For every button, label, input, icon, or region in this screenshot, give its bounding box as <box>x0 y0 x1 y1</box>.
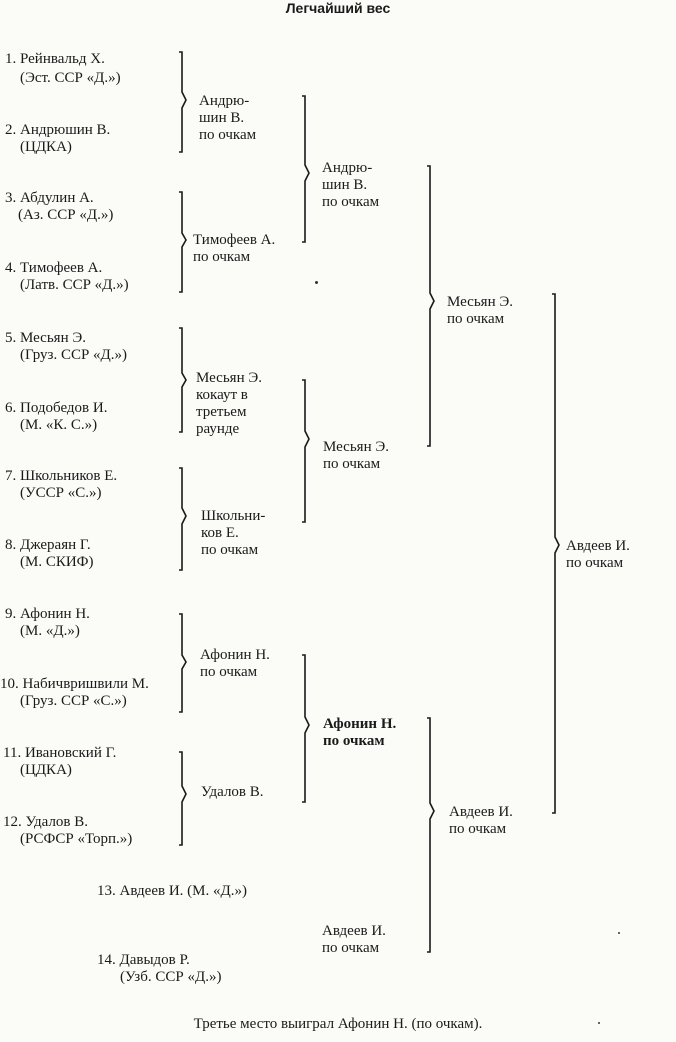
participant-14-name: 14. Давыдов Р. <box>97 952 190 968</box>
r1-result-3: Месьян Э. кокаут в третьем раунде <box>196 370 262 437</box>
participant-7-name: 7. Школьников Е. <box>5 468 118 484</box>
brace-final <box>552 293 560 814</box>
participant-2-name: 2. Андрюшин В. <box>5 122 111 138</box>
participant-2-club: (ЦДКА) <box>20 139 72 155</box>
brace-pair-3 <box>179 327 187 433</box>
participant-7-club: (УССР «С.») <box>20 485 102 501</box>
participant-3-name: 3. Абдулин А. <box>5 190 94 206</box>
page-title: Легчайший вес <box>285 0 391 16</box>
r2-result-3: Афонин Н. по очкам <box>323 716 397 749</box>
participant-9-name: 9. Афонин Н. <box>5 606 90 622</box>
brace-r2-2 <box>302 379 310 523</box>
participant-11-club: (ЦДКА) <box>20 762 72 778</box>
brace-r3-1 <box>427 165 435 447</box>
participant-14-club: (Узб. ССР «Д.») <box>120 969 222 985</box>
footer-note: Третье место выиграл Афонин Н. (по очкам… <box>193 1016 483 1032</box>
semifinal-result-2: Авдеев И. по очкам <box>449 804 513 837</box>
r2-result-2: Месьян Э. по очкам <box>323 439 389 472</box>
print-speck <box>598 1022 600 1024</box>
participant-4-club: (Латв. ССР «Д.») <box>20 277 129 293</box>
participant-8-club: (М. СКИФ) <box>20 554 94 570</box>
final-result: Авдеев И. по очкам <box>566 538 630 571</box>
participant-5-name: 5. Месьян Э. <box>5 330 86 346</box>
participant-4-name: 4. Тимофеев А. <box>5 260 103 276</box>
participant-10-club: (Груз. ССР «С.») <box>20 693 127 709</box>
print-speck <box>618 932 620 934</box>
r1-result-6: Удалов В. <box>201 784 264 800</box>
r1-result-7: Авдеев И. по очкам <box>322 923 386 956</box>
brace-pair-1 <box>179 51 187 153</box>
participant-12-club: (РСФСР «Торп.») <box>20 831 133 847</box>
semifinal-result-1: Месьян Э. по очкам <box>447 294 513 327</box>
brace-pair-4 <box>179 467 187 571</box>
r1-result-5: Афонин Н. по очкам <box>200 647 270 680</box>
print-speck <box>315 281 318 284</box>
participant-3-club: (Аз. ССР «Д.») <box>18 207 114 223</box>
brace-r2-1 <box>302 95 310 243</box>
brace-r3-2 <box>427 717 435 953</box>
brace-pair-6 <box>179 751 187 846</box>
participant-6-name: 6. Подобедов И. <box>5 400 108 416</box>
participant-5-club: (Груз. ССР «Д.») <box>20 347 128 363</box>
participant-1-club: (Эст. ССР «Д.») <box>20 70 121 86</box>
participant-6-club: (М. «К. С.») <box>20 417 98 433</box>
r1-result-1: Андрю- шин В. по очкам <box>199 93 257 143</box>
participant-8-name: 8. Джераян Г. <box>5 537 91 553</box>
participant-10-name: 10. Набичвришвили М. <box>0 676 149 692</box>
brace-r2-3 <box>302 654 310 803</box>
participant-1-name: 1. Рейнвальд Х. <box>5 51 105 67</box>
brace-pair-2 <box>179 191 187 293</box>
participant-12-name: 12. Удалов В. <box>3 814 89 830</box>
participant-13-name: 13. Авдеев И. (М. «Д.») <box>97 883 247 899</box>
brace-pair-5 <box>179 613 187 713</box>
participant-9-club: (М. «Д.») <box>20 623 80 639</box>
r1-result-2: Тимофеев А. по очкам <box>193 232 276 265</box>
participant-11-name: 11. Ивановский Г. <box>3 745 117 761</box>
r2-result-1: Андрю- шин В. по очкам <box>322 160 380 210</box>
r1-result-4: Школьни- ков Е. по очкам <box>201 508 266 558</box>
